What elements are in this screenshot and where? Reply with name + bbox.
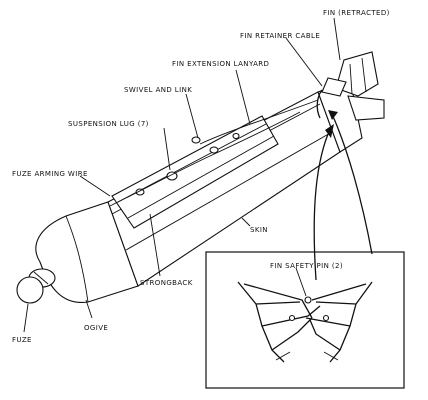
fin-safety-pin	[322, 314, 330, 322]
fin-safety-pin	[288, 314, 296, 322]
fuze-arming-wire-line	[109, 111, 301, 207]
inset-frame	[205, 251, 405, 389]
label-fin-extension-lanyard: FIN EXTENSION LANYARD	[172, 60, 269, 68]
fuze-assembly	[16, 268, 56, 304]
suspension-lugs	[135, 132, 240, 196]
suspension-lug	[135, 188, 145, 196]
label-fuze-arming-wire: FUZE ARMING WIRE	[12, 170, 88, 178]
suspension-lug	[166, 171, 178, 181]
callout-arrows	[313, 110, 373, 281]
label-fin-retainer-cable: FIN RETAINER CABLE	[240, 32, 320, 40]
label-fuze: FUZE	[12, 336, 32, 344]
fuze	[16, 276, 44, 304]
swivel-and-link	[191, 136, 201, 144]
fin-extension-lanyard-line	[199, 99, 319, 145]
fin-safety-pin-detail	[237, 281, 373, 363]
suspension-lug	[232, 132, 240, 140]
suspension-lug	[209, 146, 219, 154]
label-skin: SKIN	[250, 226, 268, 234]
fin-retracted	[335, 51, 379, 97]
leader-lines	[23, 17, 341, 333]
label-suspension-lug: SUSPENSION LUG (7)	[68, 120, 149, 128]
label-ogive: OGIVE	[84, 324, 108, 332]
label-fin-safety-pin: FIN SAFETY PIN (2)	[270, 262, 343, 270]
label-swivel-and-link: SWIVEL AND LINK	[124, 86, 192, 94]
inset-box	[205, 251, 405, 389]
tail-fins	[316, 51, 385, 121]
fin-safety-pin	[304, 296, 312, 304]
label-fin-retracted: FIN (RETRACTED)	[323, 9, 390, 17]
wires	[109, 99, 319, 207]
label-strongback: STRONGBACK	[140, 279, 193, 287]
